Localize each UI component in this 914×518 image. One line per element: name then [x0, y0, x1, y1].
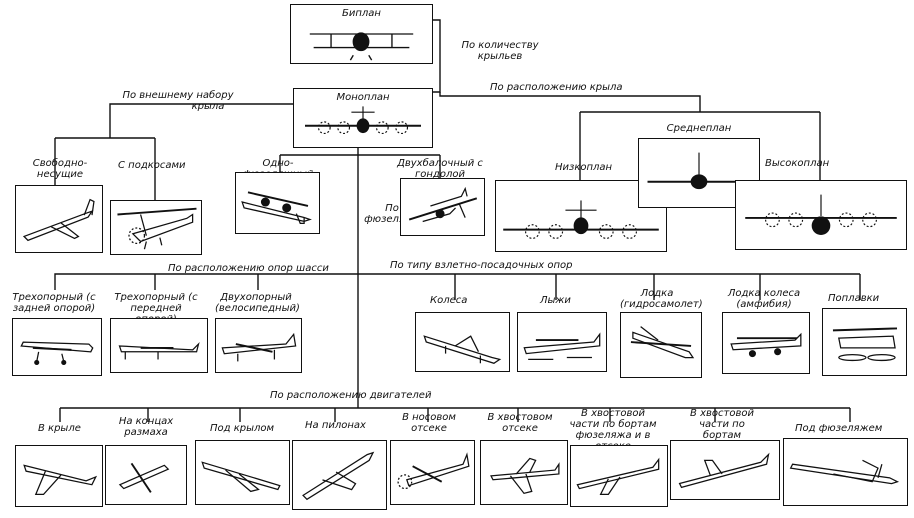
engine-nose-icon — [397, 452, 470, 490]
wing-layout-connector — [109, 103, 293, 138]
skis-box — [517, 312, 607, 372]
engine-in-wing-label: В крыле — [38, 423, 81, 434]
wheels-jet-icon — [423, 335, 502, 364]
mid-wing-label: Среднеплан — [666, 123, 732, 134]
engine-tail-box — [480, 440, 568, 505]
amphibian-box — [722, 312, 810, 374]
engine-tail-label: В хвостовом отсеке — [487, 412, 553, 434]
engine-tail-sides2-icon — [678, 452, 770, 489]
floats-label: Поплавки — [828, 293, 880, 304]
wheels-box — [415, 312, 510, 372]
tricycle-gear-icon — [118, 342, 200, 360]
fuselage-title: По фюзеляжу — [364, 203, 420, 225]
flying-boat-icon — [630, 326, 695, 359]
monoplane-box: Моноплан — [293, 88, 433, 148]
wing-count-bracket — [433, 19, 441, 93]
gear-nose-box — [110, 318, 208, 373]
boat-box — [620, 312, 702, 378]
braced-wing-label: С подкосами — [118, 160, 186, 171]
engine-in-wing-box — [15, 445, 103, 507]
biplane-box: Биплан — [290, 4, 433, 64]
high-wing-prop-icon — [117, 207, 197, 250]
engine-tail-sides2-box — [670, 440, 780, 500]
gear-bicycle-label: Двухопорный (велосипедный) — [215, 292, 300, 314]
free-wing-label: Свободно-несущие — [32, 158, 88, 180]
low-wing-label: Низкоплан — [555, 162, 613, 173]
mid-wing-icon — [647, 152, 751, 190]
engine-under-fuselage-label: Под фюзеляжем — [795, 423, 883, 434]
twin-boom-box — [400, 178, 485, 236]
engine-tail-sides-box — [570, 445, 668, 507]
amphibian-label: Лодка колеса (амфибия) — [727, 288, 801, 310]
wheels-label: Колеса — [430, 295, 468, 306]
gear-connector — [54, 273, 358, 290]
monoplane-icon — [305, 106, 421, 135]
skis-label: Лыжи — [540, 295, 571, 306]
engine-wingtips-icon — [118, 462, 170, 493]
gear-title: По расположению опор шасси — [168, 263, 329, 274]
landing-title: По типу взлетно-посадочных опор — [390, 260, 573, 271]
gear-tail-label: Трехопорный (с задней опорой) — [12, 292, 96, 314]
boat-label: Лодка (гидросамолет) — [620, 288, 703, 310]
engine-wingtips-label: На концах размаха — [118, 416, 174, 438]
engine-nose-box — [390, 440, 475, 505]
single-fuselage-box — [235, 172, 320, 234]
engine-under-wing-label: Под крылом — [210, 423, 275, 434]
engine-nose-label: В носовом отсеке — [402, 412, 456, 434]
jet-airliner-icon — [22, 198, 95, 242]
engine-under-fuselage-icon — [789, 459, 900, 485]
engine-under-wing-icon — [201, 461, 281, 493]
gear-tail-box — [12, 318, 102, 376]
wing-position-title: По расположению крыла — [490, 82, 623, 93]
turboprop-icon — [241, 191, 312, 224]
floats-box — [822, 308, 907, 376]
monoplane-label: Моноплан — [336, 92, 390, 103]
engine-in-wing-icon — [23, 464, 98, 496]
wing-position-connector — [439, 92, 701, 112]
ski-plane-icon — [523, 332, 601, 361]
amphibian-icon — [730, 332, 802, 358]
bicycle-gear-icon — [221, 332, 297, 362]
float-plane-icon — [832, 327, 898, 362]
gear-bicycle-box — [215, 318, 302, 373]
biplane-icon — [309, 32, 414, 61]
engine-tail-icon — [490, 457, 560, 495]
free-wing-box — [15, 185, 103, 253]
engine-under-fuselage-box — [783, 438, 908, 506]
engine-pylons-box — [292, 440, 387, 510]
braced-wing-box — [110, 200, 202, 255]
engine-pylons-label: На пилонах — [305, 420, 366, 431]
high-wing-label: Высокоплан — [765, 158, 830, 169]
mid-wing-box: Среднеплан — [638, 123, 760, 208]
engine-under-wing-box — [195, 440, 290, 505]
biplane-label: Биплан — [342, 8, 381, 19]
twin-boom-icon — [408, 186, 478, 223]
engine-wingtips-box — [105, 445, 187, 505]
high-wing-box — [735, 180, 907, 250]
taildragger-icon — [20, 341, 94, 366]
wing-layout-title: По внешнему набору крыла — [122, 90, 234, 112]
low-wing-icon — [503, 200, 659, 239]
engine-title: По расположению двигателей — [270, 390, 432, 401]
wing-count-label: По количеству крыльев — [461, 40, 539, 62]
engine-pylons-icon — [302, 451, 375, 501]
engine-tail-sides-icon — [576, 457, 660, 496]
twin-boom-label: Двухбалочный с гондолой — [397, 158, 483, 180]
high-wing-icon — [745, 194, 897, 236]
